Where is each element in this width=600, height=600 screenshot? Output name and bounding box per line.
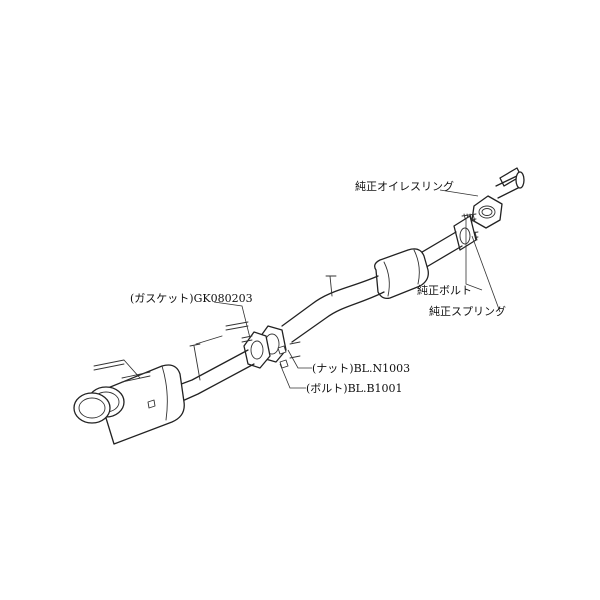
tail-tips (73, 386, 156, 424)
label-bolt: (ボルト)BL.B1001 (306, 382, 403, 395)
label-oil-ring: 純正オイレスリング (355, 179, 454, 193)
pipe-rear-section (175, 335, 255, 403)
label-stock-spring: 純正スプリング (429, 304, 506, 318)
label-nut: (ナット)BL.N1003 (312, 362, 410, 375)
label-gasket: (ガスケット)GK080203 (130, 292, 253, 305)
resonator (374, 248, 429, 300)
label-stock-bolt: 純正ボルト (417, 284, 472, 297)
pipe-mid-section (281, 275, 385, 343)
front-joint-flange (453, 215, 477, 251)
muffler (93, 359, 185, 445)
leader-lines (213, 189, 501, 389)
front-flange (471, 195, 503, 229)
front-pipe (495, 167, 525, 199)
center-flange-assembly (225, 321, 301, 369)
